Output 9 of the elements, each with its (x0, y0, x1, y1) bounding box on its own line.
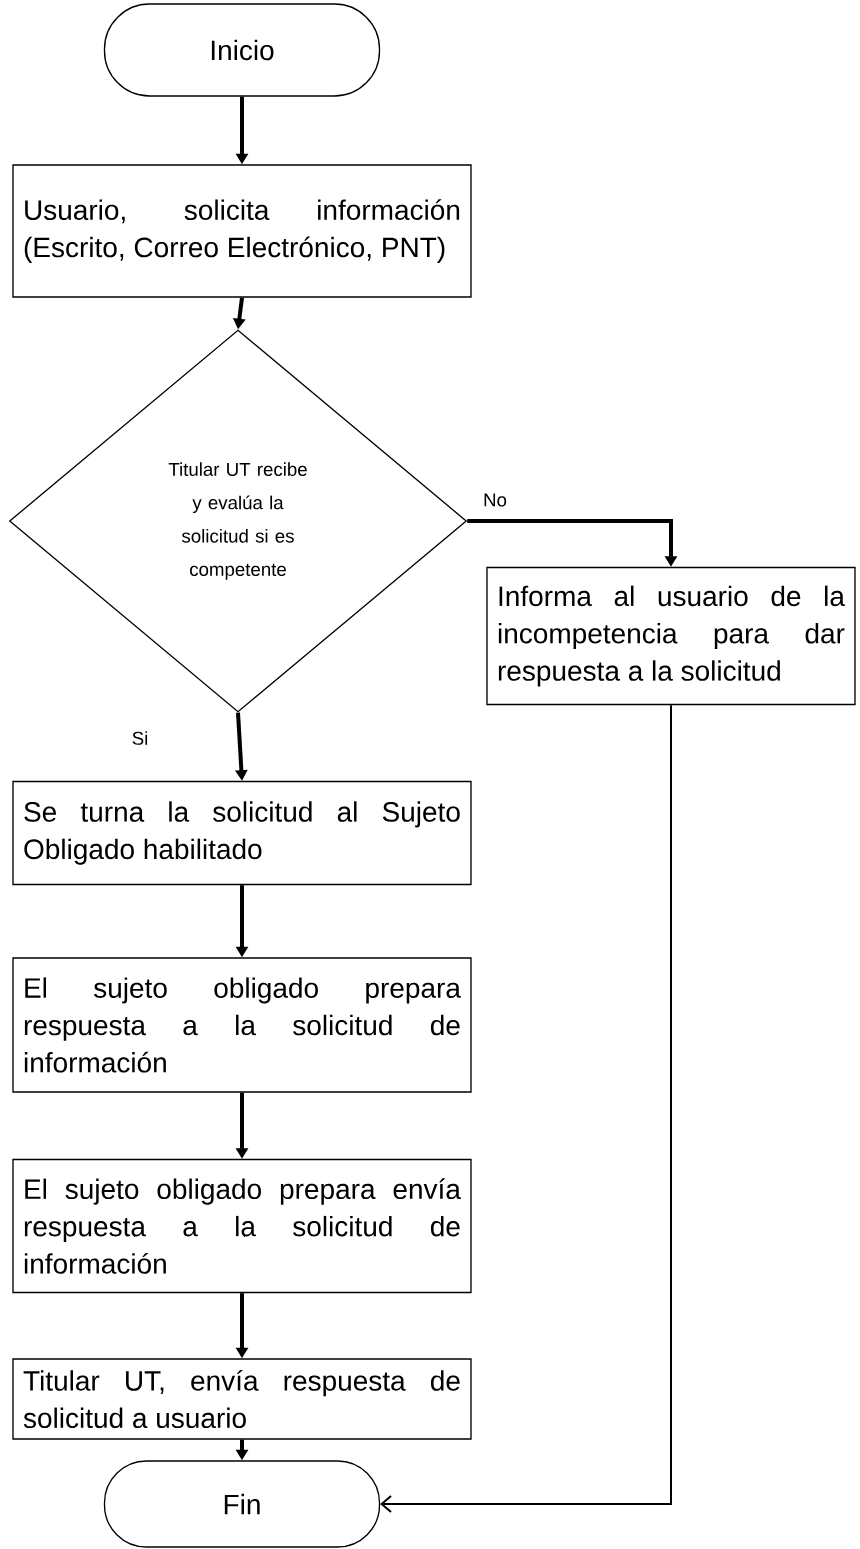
process-box: El sujeto obligado prepara respuesta a la solicitud de información (12, 957, 472, 1093)
edge-label: No (480, 490, 510, 510)
edge-label: Si (129, 728, 151, 748)
process-box: Usuario, solicita información (Escrito, Correo Electrónico, PNT) (12, 164, 472, 298)
process-box: Se turna la solicitud al Sujeto Obligado habilitado (12, 780, 472, 886)
process-box: El sujeto obligado prepara envía respuesta a la solicitud de información (12, 1158, 472, 1294)
arrow (380, 704, 672, 1513)
process-box: Titular UT, envía respuesta de solicitud a usuario (12, 1358, 472, 1440)
process-box: Informa al usuario de la incompetencia para dar respuesta a la solicitud (486, 566, 856, 706)
